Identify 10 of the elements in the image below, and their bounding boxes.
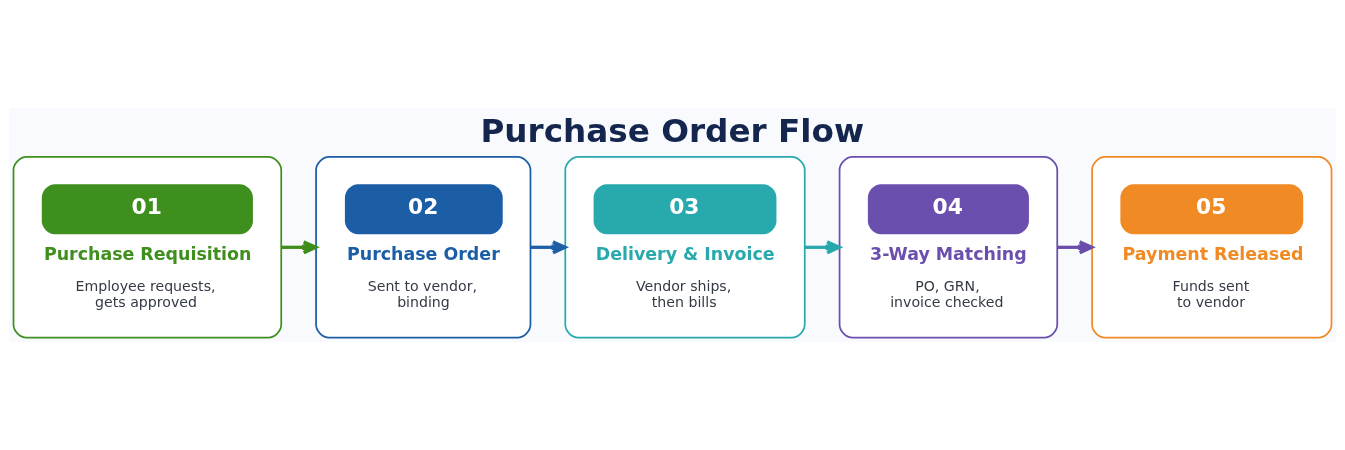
node-box: 04 3-Way Matching PO, GRN, invoice checked <box>838 156 1059 339</box>
node-box: 02 Purchase Order Sent to vendor, binding <box>315 156 532 339</box>
arrow <box>804 240 841 255</box>
arrow <box>530 240 567 255</box>
node-box: 01 Purchase Requisition Employee requests, gets approved <box>12 156 283 339</box>
arrow <box>1057 240 1094 255</box>
arrow <box>281 240 318 255</box>
node-box: 03 Delivery & Invoice Vendor ships, then bills <box>564 156 806 339</box>
node-box: 05 Payment Released Funds sent to vendor <box>1091 156 1333 339</box>
diagram-title: Purchase Order Flow <box>480 111 865 150</box>
